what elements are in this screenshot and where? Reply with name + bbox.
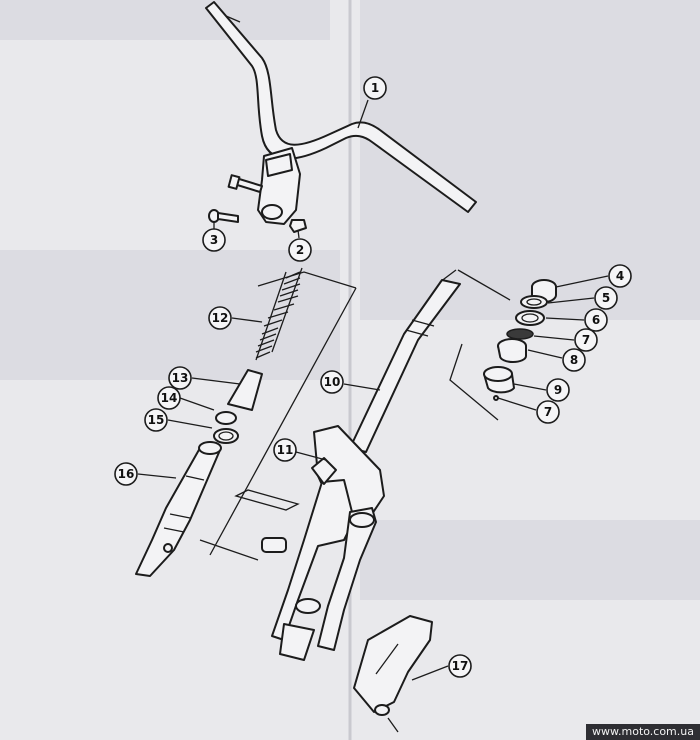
callout-label: 1 xyxy=(371,81,379,95)
callout-label: 3 xyxy=(210,233,218,247)
callout-16: 16 xyxy=(114,462,138,486)
callout-label: 5 xyxy=(602,291,610,305)
bolt-upper xyxy=(227,174,263,193)
callout-label: 4 xyxy=(616,269,624,283)
washer xyxy=(215,411,237,425)
leader-lines xyxy=(137,99,609,681)
handlebar xyxy=(205,1,477,213)
callout-13: 13 xyxy=(168,366,192,390)
callout-10: 10 xyxy=(320,370,344,394)
callout-2: 2 xyxy=(288,238,312,262)
stem-clamp xyxy=(257,147,301,225)
callout-3: 3 xyxy=(202,228,226,252)
rubber-cap xyxy=(227,369,263,411)
callout-label: 7 xyxy=(582,333,590,347)
callout-8: 8 xyxy=(562,348,586,372)
callout-9: 9 xyxy=(546,378,570,402)
group-frame xyxy=(199,271,357,561)
callout-5: 5 xyxy=(594,286,618,310)
fork-body xyxy=(271,425,385,661)
callout-label: 13 xyxy=(172,371,189,385)
callout-label: 8 xyxy=(570,353,578,367)
steerer-tube xyxy=(349,279,461,453)
fork-guard xyxy=(353,615,433,733)
callout-label: 11 xyxy=(277,443,294,457)
o-ring xyxy=(213,428,239,444)
spring xyxy=(255,267,303,361)
callout-17: 17 xyxy=(448,654,472,678)
callout-12: 12 xyxy=(208,306,232,330)
callout-4: 4 xyxy=(608,264,632,288)
callout-label: 7 xyxy=(544,405,552,419)
headset-stack xyxy=(483,279,557,401)
callout-label: 10 xyxy=(324,375,341,389)
callout-7b: 7 xyxy=(536,400,560,424)
callout-7a: 7 xyxy=(574,328,598,352)
callout-11: 11 xyxy=(273,438,297,462)
nut-2 xyxy=(289,219,307,233)
callout-label: 16 xyxy=(118,467,135,481)
callout-6: 6 xyxy=(584,308,608,332)
site-watermark: www.moto.com.ua xyxy=(586,724,700,740)
callout-label: 15 xyxy=(148,413,165,427)
callout-label: 17 xyxy=(452,659,469,673)
callout-label: 14 xyxy=(161,391,178,405)
callout-15: 15 xyxy=(144,408,168,432)
bolt-3 xyxy=(208,209,239,223)
spring-clip xyxy=(234,489,300,553)
callout-label: 2 xyxy=(296,243,304,257)
callout-label: 12 xyxy=(212,311,229,325)
inner-tube xyxy=(135,441,222,577)
callout-1: 1 xyxy=(363,76,387,100)
callout-label: 6 xyxy=(592,313,600,327)
callout-14: 14 xyxy=(157,386,181,410)
callout-label: 9 xyxy=(554,383,562,397)
